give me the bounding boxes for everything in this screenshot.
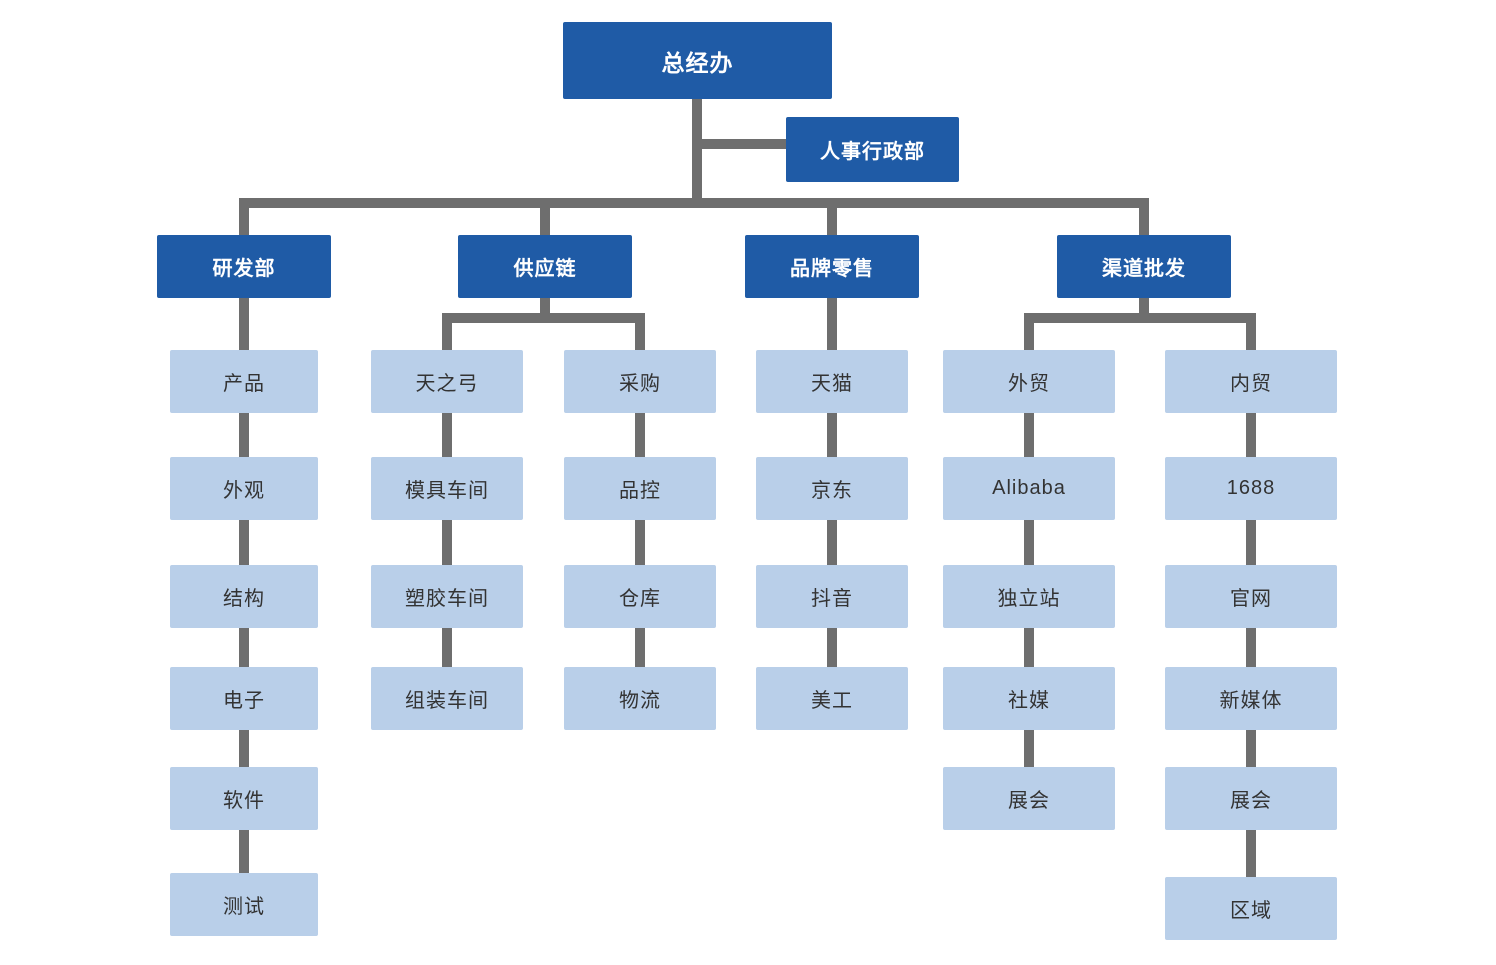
node-alibaba: Alibaba xyxy=(943,457,1115,520)
node-brand-retail: 品牌零售 xyxy=(745,235,919,298)
node-hr-admin-dept: 人事行政部 xyxy=(786,117,959,182)
node-channel-wholesale: 渠道批发 xyxy=(1057,235,1231,298)
connector-admin-stub xyxy=(697,139,789,149)
connector-c6-r1 xyxy=(1246,413,1256,457)
node-product: 产品 xyxy=(170,350,318,413)
node-independent-site: 独立站 xyxy=(943,565,1115,628)
connector-c3-r3 xyxy=(635,628,645,667)
node-tianzhigong: 天之弓 xyxy=(371,350,523,413)
node-douyin: 抖音 xyxy=(756,565,908,628)
connector-supply-down xyxy=(540,298,550,323)
connector-stub-domestic-trade xyxy=(1246,313,1256,350)
connector-c2-r1 xyxy=(442,413,452,457)
node-official-website: 官网 xyxy=(1165,565,1337,628)
connector-c6-r4 xyxy=(1246,730,1256,767)
connector-retail-down xyxy=(827,298,837,350)
connector-supply-subrail xyxy=(442,313,645,323)
connector-c5-r4 xyxy=(1024,730,1034,767)
connector-c1-r2 xyxy=(239,520,249,565)
connector-c6-r5 xyxy=(1246,830,1256,877)
connector-stub-tianzhigong xyxy=(442,313,452,350)
node-supply-chain: 供应链 xyxy=(458,235,632,298)
node-electronics: 电子 xyxy=(170,667,318,730)
connector-c2-r2 xyxy=(442,520,452,565)
node-assembly-workshop: 组装车间 xyxy=(371,667,523,730)
connector-c2-r3 xyxy=(442,628,452,667)
connector-wholesale-down xyxy=(1139,298,1149,323)
connector-c4-r3 xyxy=(827,628,837,667)
connector-wholesale-subrail xyxy=(1024,313,1256,323)
node-testing: 测试 xyxy=(170,873,318,936)
connector-stub-foreign-trade xyxy=(1024,313,1034,350)
node-new-media: 新媒体 xyxy=(1165,667,1337,730)
node-warehouse: 仓库 xyxy=(564,565,716,628)
connector-rnd-down xyxy=(239,298,249,350)
node-logistics: 物流 xyxy=(564,667,716,730)
connector-c3-r1 xyxy=(635,413,645,457)
connector-c4-r2 xyxy=(827,520,837,565)
node-exhibition-domestic: 展会 xyxy=(1165,767,1337,830)
connector-c5-r3 xyxy=(1024,628,1034,667)
node-1688: 1688 xyxy=(1165,457,1337,520)
connector-c6-r3 xyxy=(1246,628,1256,667)
connector-c1-r1 xyxy=(239,413,249,457)
node-software: 软件 xyxy=(170,767,318,830)
connector-c4-r1 xyxy=(827,413,837,457)
connector-c1-r3 xyxy=(239,628,249,667)
node-procurement: 采购 xyxy=(564,350,716,413)
node-mold-workshop: 模具车间 xyxy=(371,457,523,520)
connector-main-rail xyxy=(239,198,1149,208)
connector-root-down xyxy=(692,99,702,208)
connector-c5-r1 xyxy=(1024,413,1034,457)
node-social-media: 社媒 xyxy=(943,667,1115,730)
node-foreign-trade: 外贸 xyxy=(943,350,1115,413)
connector-stub-retail xyxy=(827,198,837,235)
node-quality-control: 品控 xyxy=(564,457,716,520)
connector-c1-r4 xyxy=(239,730,249,767)
node-domestic-trade: 内贸 xyxy=(1165,350,1337,413)
node-artwork: 美工 xyxy=(756,667,908,730)
node-appearance: 外观 xyxy=(170,457,318,520)
node-tmall: 天猫 xyxy=(756,350,908,413)
node-structure: 结构 xyxy=(170,565,318,628)
node-rnd-dept: 研发部 xyxy=(157,235,331,298)
node-exhibition-foreign: 展会 xyxy=(943,767,1115,830)
connector-c5-r2 xyxy=(1024,520,1034,565)
node-general-manager-office: 总经办 xyxy=(563,22,832,99)
connector-c3-r2 xyxy=(635,520,645,565)
connector-stub-procurement xyxy=(635,313,645,350)
connector-c1-r5 xyxy=(239,830,249,873)
connector-stub-rnd xyxy=(239,198,249,235)
node-plastic-workshop: 塑胶车间 xyxy=(371,565,523,628)
connector-stub-wholesale xyxy=(1139,198,1149,235)
node-region: 区域 xyxy=(1165,877,1337,940)
connector-c6-r2 xyxy=(1246,520,1256,565)
node-jd: 京东 xyxy=(756,457,908,520)
connector-stub-supply xyxy=(540,198,550,235)
